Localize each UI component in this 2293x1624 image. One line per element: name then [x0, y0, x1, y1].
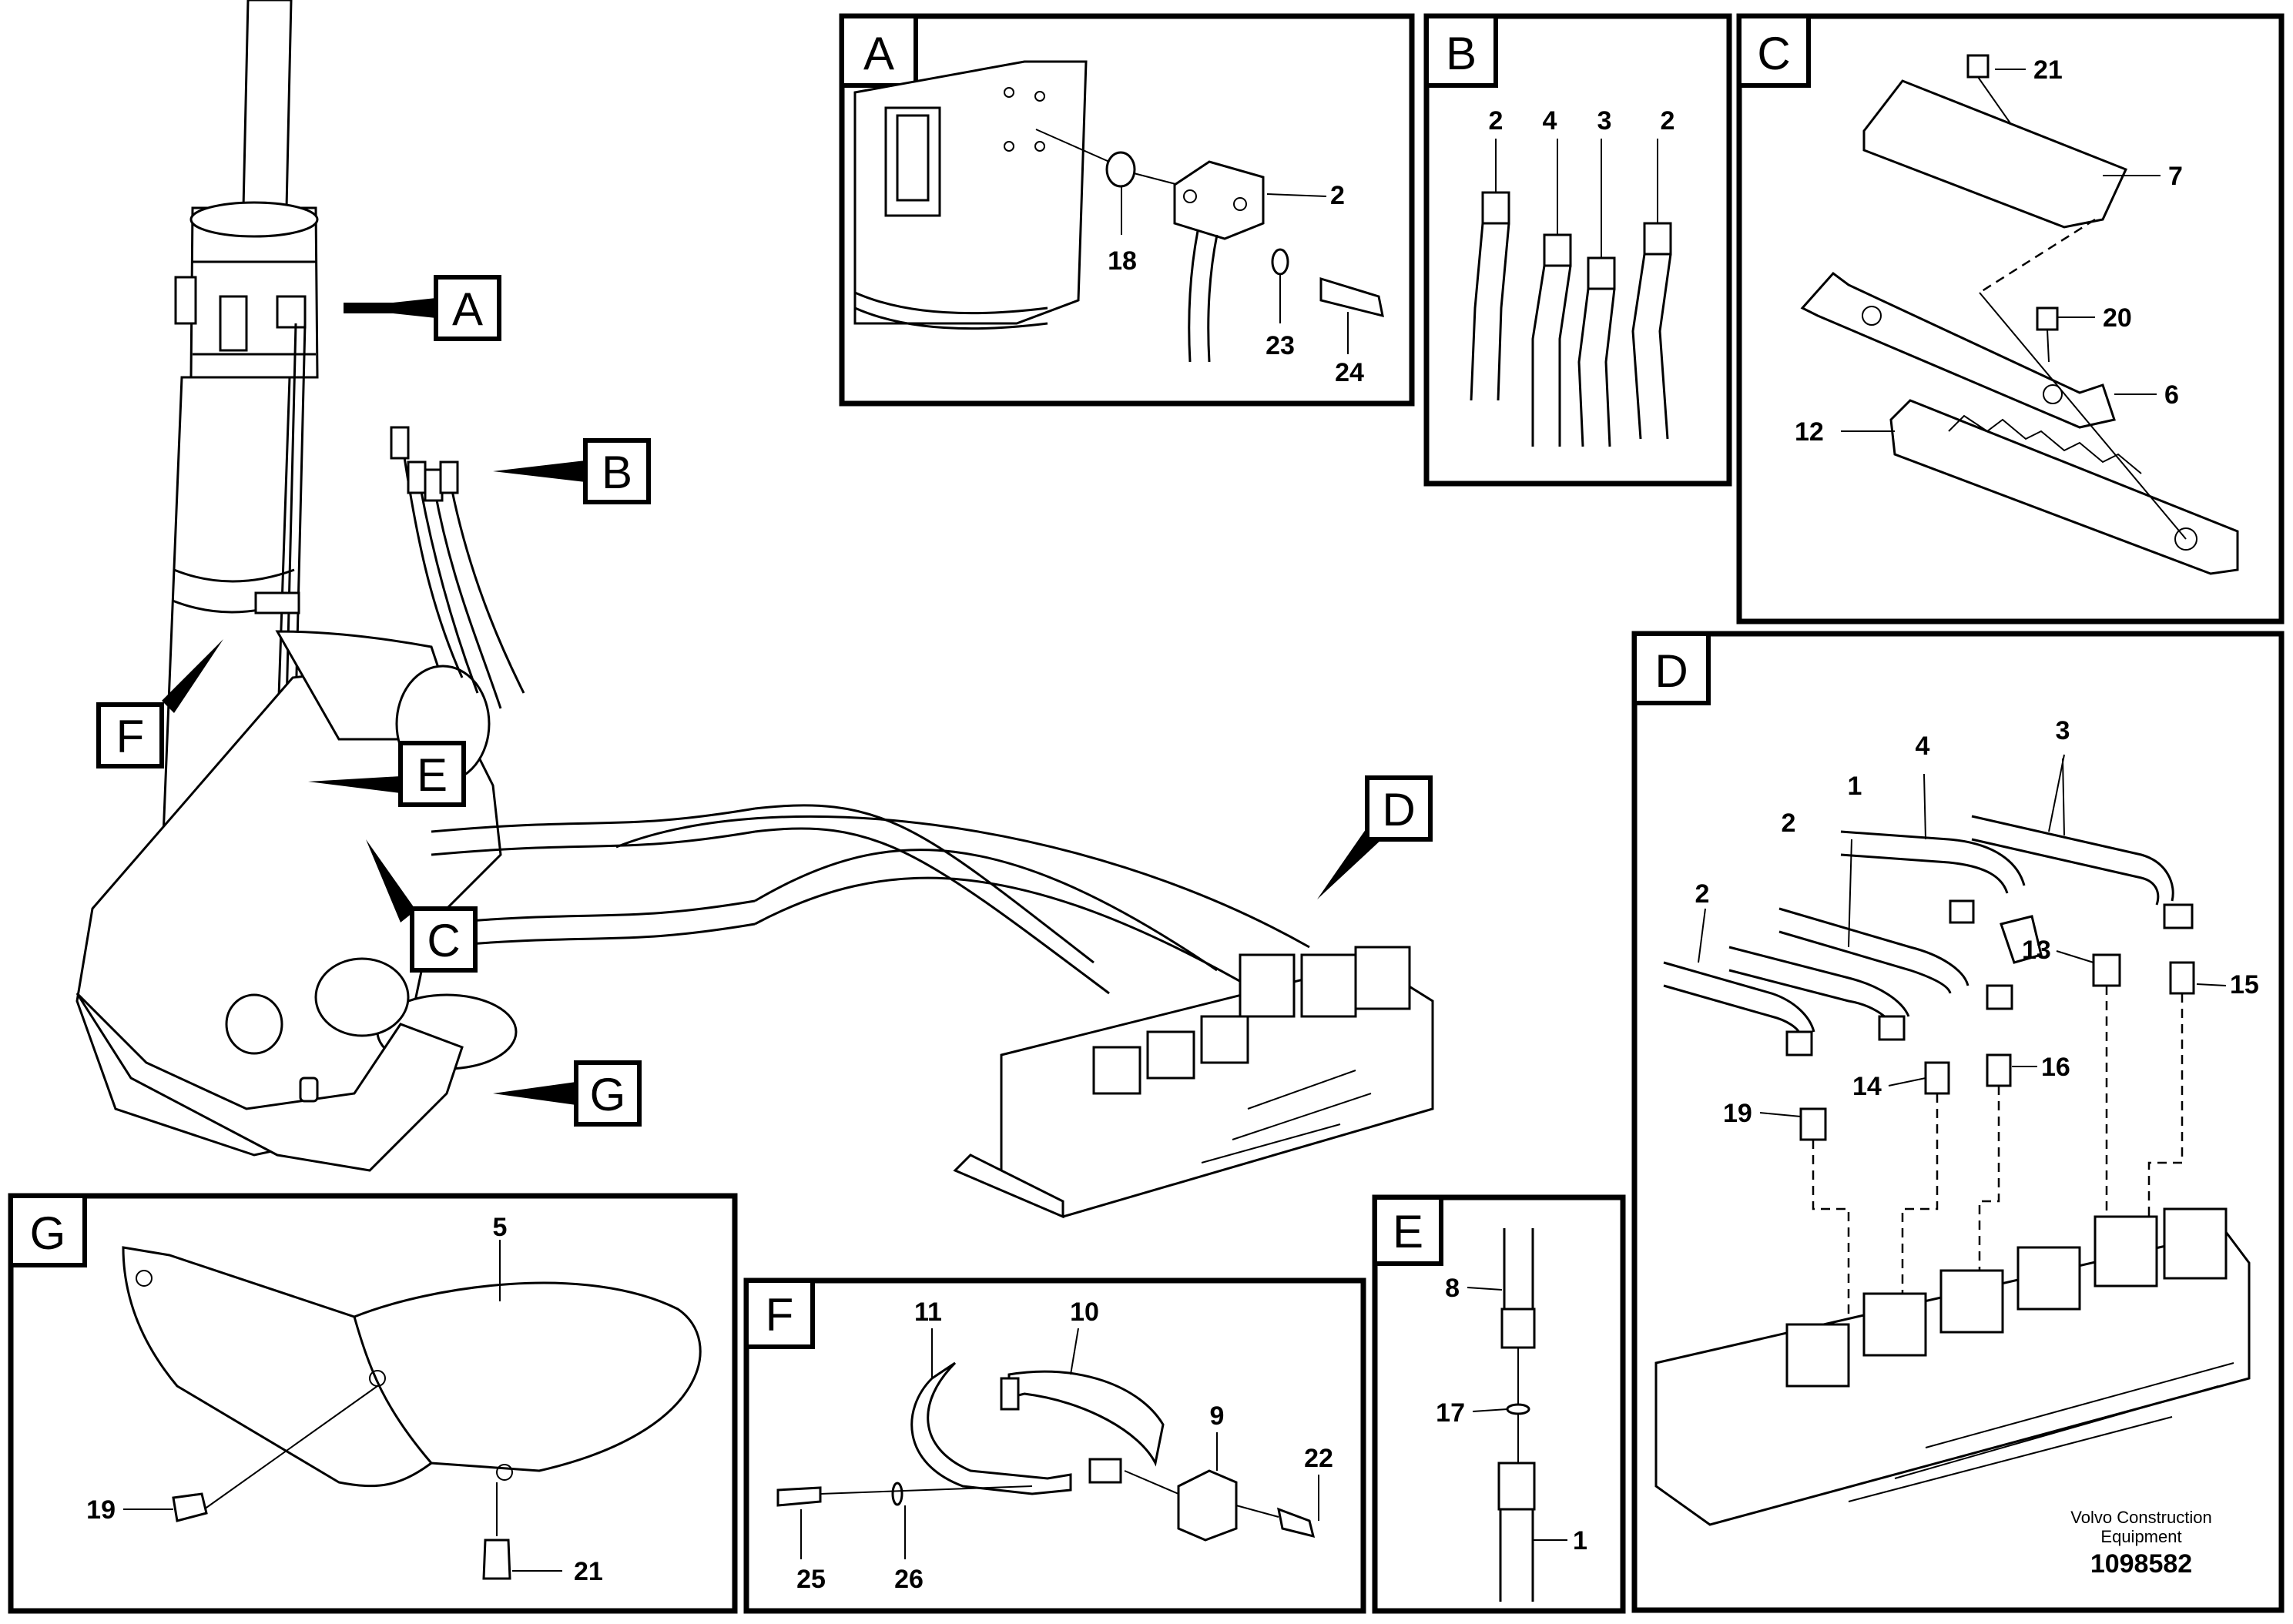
adapter-16 — [1986, 1053, 2012, 1087]
svg-text:3: 3 — [1597, 106, 1612, 136]
cylinder-rod — [242, 0, 293, 209]
block-9 — [1177, 1469, 1238, 1542]
svg-text:20: 20 — [2103, 303, 2132, 333]
company-line-1: Volvo Construction — [2070, 1508, 2211, 1527]
svg-text:B: B — [1446, 28, 1477, 79]
svg-text:4: 4 — [1916, 732, 1930, 761]
svg-text:E: E — [1393, 1206, 1423, 1257]
hose-8 — [1500, 1308, 1536, 1349]
svg-text:2: 2 — [1695, 879, 1710, 909]
callout-E[interactable]: E — [308, 741, 466, 807]
svg-text:11: 11 — [914, 1298, 942, 1327]
callout-A[interactable]: A — [344, 275, 501, 341]
svg-text:G: G — [590, 1069, 626, 1120]
fitting-2 — [1949, 899, 1975, 924]
svg-text:D: D — [1382, 784, 1415, 835]
hose-1 — [1497, 1462, 1536, 1511]
svg-text:G: G — [30, 1207, 66, 1259]
clamp-block — [219, 295, 248, 352]
clamp-11 — [910, 1361, 1072, 1495]
detail-panel-A: A 2 18 23 24 — [839, 13, 1415, 407]
svg-text:A: A — [452, 283, 483, 335]
svg-text:17: 17 — [1436, 1398, 1465, 1428]
svg-text:21: 21 — [2033, 55, 2063, 85]
svg-text:19: 19 — [1723, 1099, 1752, 1128]
svg-text:E: E — [417, 749, 448, 801]
svg-text:2: 2 — [1489, 106, 1504, 136]
svg-text:A: A — [863, 28, 894, 79]
svg-text:F: F — [766, 1289, 794, 1341]
drawing-number: 1098582 — [2090, 1549, 2192, 1579]
detail-panel-E: E 8 17 1 — [1372, 1194, 1626, 1614]
valve-block-detail — [1654, 1207, 2251, 1526]
svg-text:B: B — [602, 447, 632, 498]
clamp-10 — [1007, 1370, 1165, 1467]
callout-G[interactable]: G — [493, 1060, 642, 1127]
rack-12 — [1889, 399, 2239, 575]
svg-text:6: 6 — [2164, 380, 2179, 410]
svg-text:1: 1 — [1573, 1526, 1587, 1555]
svg-text:1: 1 — [1848, 772, 1862, 801]
adapter-19 — [1799, 1107, 1827, 1141]
cover-plate-7 — [1862, 79, 2128, 229]
detail-panel-F: F 11 10 9 22 25 26 — [743, 1277, 1366, 1614]
svg-text:26: 26 — [894, 1565, 924, 1594]
svg-text:12: 12 — [1795, 417, 1824, 447]
svg-text:10: 10 — [1070, 1298, 1099, 1327]
svg-text:15: 15 — [2230, 970, 2259, 1000]
svg-text:5: 5 — [493, 1213, 508, 1242]
company-line-2: Equipment — [2100, 1527, 2181, 1546]
detail-panel-C: C 21 7 20 6 12 — [1736, 13, 2285, 624]
detail-panel-D: D — [1631, 631, 2285, 1613]
guard-plate — [75, 992, 464, 1172]
svg-text:24: 24 — [1335, 358, 1364, 387]
svg-text:14: 14 — [1852, 1072, 1882, 1101]
svg-text:22: 22 — [1304, 1444, 1333, 1473]
svg-text:19: 19 — [86, 1495, 116, 1525]
callout-D[interactable]: D — [1317, 775, 1433, 899]
svg-text:18: 18 — [1108, 246, 1137, 276]
svg-text:2: 2 — [1782, 809, 1796, 838]
guard-plate-5 — [122, 1246, 702, 1488]
svg-text:2: 2 — [1330, 181, 1345, 210]
adapter-13 — [2092, 953, 2121, 987]
callout-F[interactable]: F — [96, 639, 223, 768]
svg-text:7: 7 — [2168, 162, 2183, 191]
svg-text:3: 3 — [2056, 716, 2070, 745]
svg-text:13: 13 — [2022, 936, 2051, 965]
adapter-15 — [2169, 961, 2195, 995]
svg-text:D: D — [1654, 645, 1688, 697]
svg-text:C: C — [427, 915, 460, 966]
main-assembly-view: A B C D E F G — [75, 0, 1434, 1219]
flange-part-2 — [1173, 160, 1265, 240]
svg-text:21: 21 — [574, 1557, 603, 1586]
svg-text:F: F — [116, 711, 145, 762]
svg-text:C: C — [1757, 28, 1790, 79]
svg-text:23: 23 — [1266, 331, 1295, 360]
svg-text:8: 8 — [1445, 1274, 1460, 1303]
control-valve-block — [953, 946, 1434, 1219]
o-ring-17 — [1506, 1403, 1530, 1415]
svg-text:16: 16 — [2041, 1053, 2070, 1082]
svg-text:25: 25 — [796, 1565, 826, 1594]
svg-text:4: 4 — [1543, 106, 1557, 136]
tee-14 — [1924, 1061, 1950, 1095]
svg-text:9: 9 — [1210, 1401, 1225, 1431]
svg-text:2: 2 — [1661, 106, 1675, 136]
detail-panel-B: B 2 4 3 2 — [1423, 13, 1732, 487]
detail-panel-G: G 5 19 21 — [8, 1193, 738, 1614]
callout-C[interactable]: C — [366, 839, 478, 973]
callout-B[interactable]: B — [493, 438, 651, 504]
